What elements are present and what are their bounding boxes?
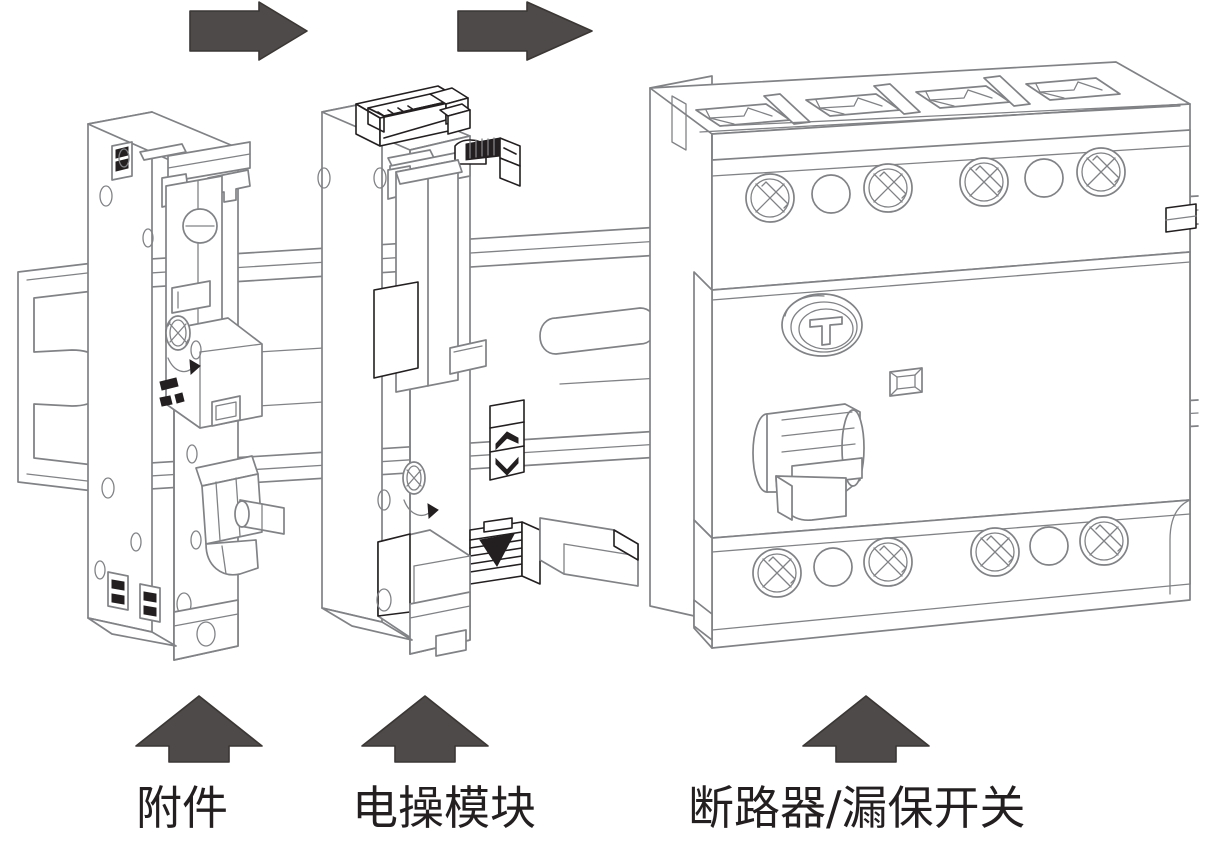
- up-down-indicator: [489, 399, 525, 481]
- component-breaker: [649, 61, 1197, 649]
- side-marking-ticks: [159, 377, 185, 407]
- label-accessory: 附件: [136, 781, 228, 835]
- test-button: [781, 293, 863, 357]
- rating-window: [889, 367, 923, 397]
- arrow-right-1: [189, 1, 308, 61]
- lower-indicator-slide: [469, 517, 541, 585]
- arrow-up-breaker: [802, 695, 930, 763]
- rotary-screw-module: [402, 461, 426, 495]
- arrow-up-module: [361, 695, 489, 763]
- arrow-right-2: [457, 1, 593, 61]
- rotary-screw-accessory: [165, 315, 191, 351]
- component-operating-module: [317, 85, 657, 657]
- toggle-handle: [752, 403, 865, 521]
- component-accessory: [87, 111, 285, 661]
- top-terminal-screws: [745, 147, 1126, 223]
- label-operating-module: 电操模块: [352, 781, 536, 835]
- top-connector: [355, 85, 471, 147]
- label-breaker: 断路器/漏保开关: [688, 781, 1026, 835]
- bottom-terminal-screws: [752, 516, 1129, 598]
- knurled-knob: [454, 137, 521, 187]
- arrow-up-accessory: [135, 695, 263, 763]
- toggle-lever-accessory: [195, 455, 285, 576]
